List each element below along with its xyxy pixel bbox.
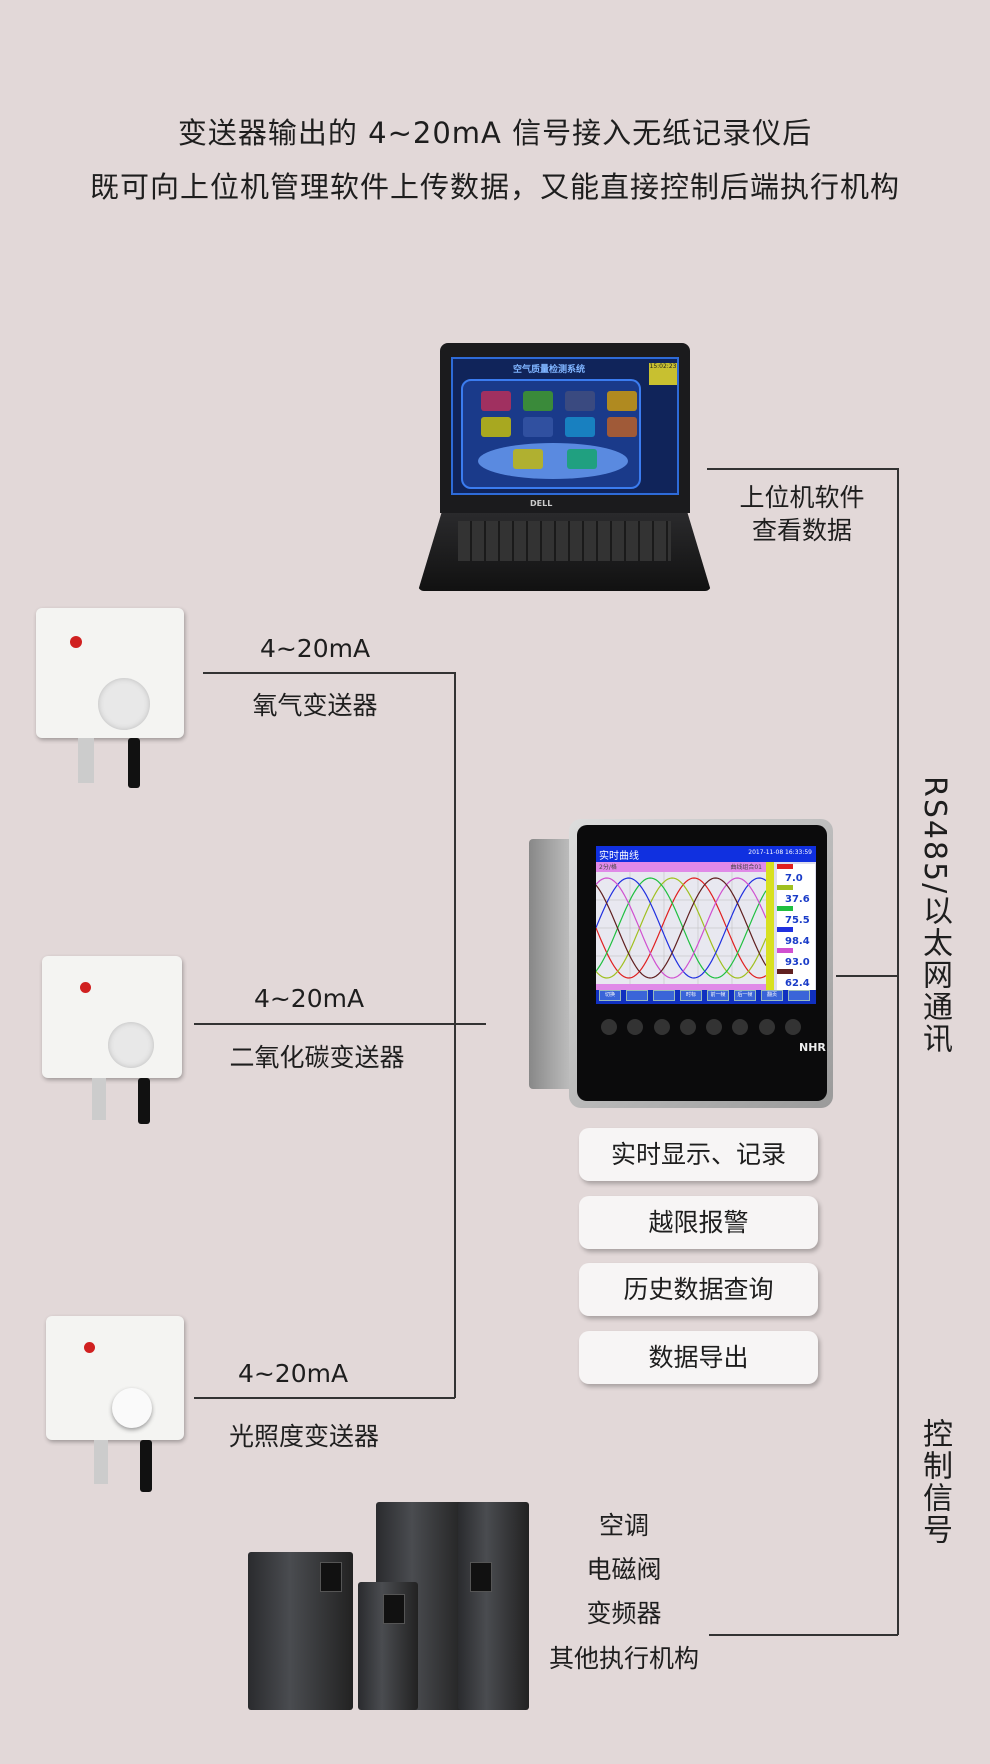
- connector-line: [203, 672, 455, 674]
- channel-color-swatch: [777, 864, 793, 869]
- feature-over-limit-alarm: 越限报警: [579, 1196, 818, 1249]
- actuator-air-conditioner: 空调: [598, 1511, 650, 1540]
- laptop-clock: 15:02:23: [649, 363, 677, 385]
- recorder-datetime: 2017-11-08 16:33:59: [748, 849, 812, 856]
- softkey[interactable]: 时标: [680, 990, 702, 1001]
- connector-line: [836, 975, 898, 977]
- softkey[interactable]: [788, 990, 810, 1001]
- softkey[interactable]: 前一帧: [707, 990, 729, 1001]
- laptop-brand: DELL: [530, 499, 553, 508]
- softkey[interactable]: [626, 990, 648, 1001]
- actuator-solenoid-valve: 电磁阀: [586, 1555, 662, 1584]
- feature-history-query: 历史数据查询: [579, 1263, 818, 1316]
- recorder-scale: 2分/格: [599, 864, 617, 871]
- trend-line: [596, 877, 766, 979]
- connector-line: [454, 672, 456, 1398]
- feature-realtime-display: 实时显示、记录: [579, 1128, 818, 1181]
- headline-line1: 变送器输出的 4~20mA 信号接入无纸记录仪后: [177, 116, 813, 150]
- laptop-screen-title: 空气质量检测系统: [513, 365, 586, 375]
- oxygen-sensor-label: 氧气变送器: [252, 691, 378, 720]
- softkey[interactable]: 翻页: [761, 990, 783, 1001]
- trend-line: [596, 877, 766, 979]
- light-sensor-label: 光照度变送器: [228, 1422, 380, 1451]
- oxygen-sensor-image: [28, 608, 191, 788]
- laptop-label-view-data: 查看数据: [751, 516, 853, 545]
- connector-line: [194, 1397, 455, 1399]
- recorder-screen: 实时曲线 2017-11-08 16:33:59 2分/格 曲线组合01 7.0…: [596, 846, 816, 1004]
- comm-label: RS485/以太网通讯: [917, 776, 952, 1056]
- recorder-group: 曲线组合01: [730, 864, 762, 871]
- connector-line: [707, 468, 898, 470]
- control-signal-label: 控制信号: [917, 1418, 952, 1546]
- headline-line2: 既可向上位机管理软件上传数据，又能直接控制后端执行机构: [89, 170, 900, 204]
- trend-line: [596, 877, 766, 979]
- recorder-keypad: [601, 1019, 801, 1035]
- connector-line: [897, 468, 899, 1635]
- recorder-screen-title: 实时曲线: [599, 851, 639, 862]
- actuator-other: 其他执行机构: [548, 1644, 700, 1673]
- oxygen-signal-label: 4~20mA: [259, 634, 371, 663]
- softkey[interactable]: 后一帧: [734, 990, 756, 1001]
- recorder-brand-logo: NHR: [799, 1041, 826, 1054]
- paperless-recorder: 实时曲线 2017-11-08 16:33:59 2分/格 曲线组合01 7.0…: [529, 819, 833, 1108]
- trend-curves: [596, 872, 766, 984]
- softkey[interactable]: 切换: [599, 990, 621, 1001]
- laptop-image: 空气质量检测系统 15:02:23 DELL: [418, 343, 711, 591]
- light-signal-label: 4~20mA: [237, 1359, 349, 1388]
- actuator-inverter: 变频器: [586, 1599, 662, 1628]
- laptop-label-software: 上位机软件: [739, 483, 865, 512]
- softkey[interactable]: [653, 990, 675, 1001]
- light-sensor-image: [40, 1316, 190, 1496]
- connector-line: [194, 1023, 486, 1025]
- trend-line: [596, 877, 766, 979]
- co2-sensor-label: 二氧化碳变送器: [229, 1043, 405, 1072]
- co2-signal-label: 4~20mA: [253, 984, 365, 1013]
- inverter-cabinets-image: [248, 1502, 529, 1710]
- co2-sensor-image: [34, 956, 186, 1126]
- connector-line: [709, 1634, 898, 1636]
- feature-data-export: 数据导出: [579, 1331, 818, 1384]
